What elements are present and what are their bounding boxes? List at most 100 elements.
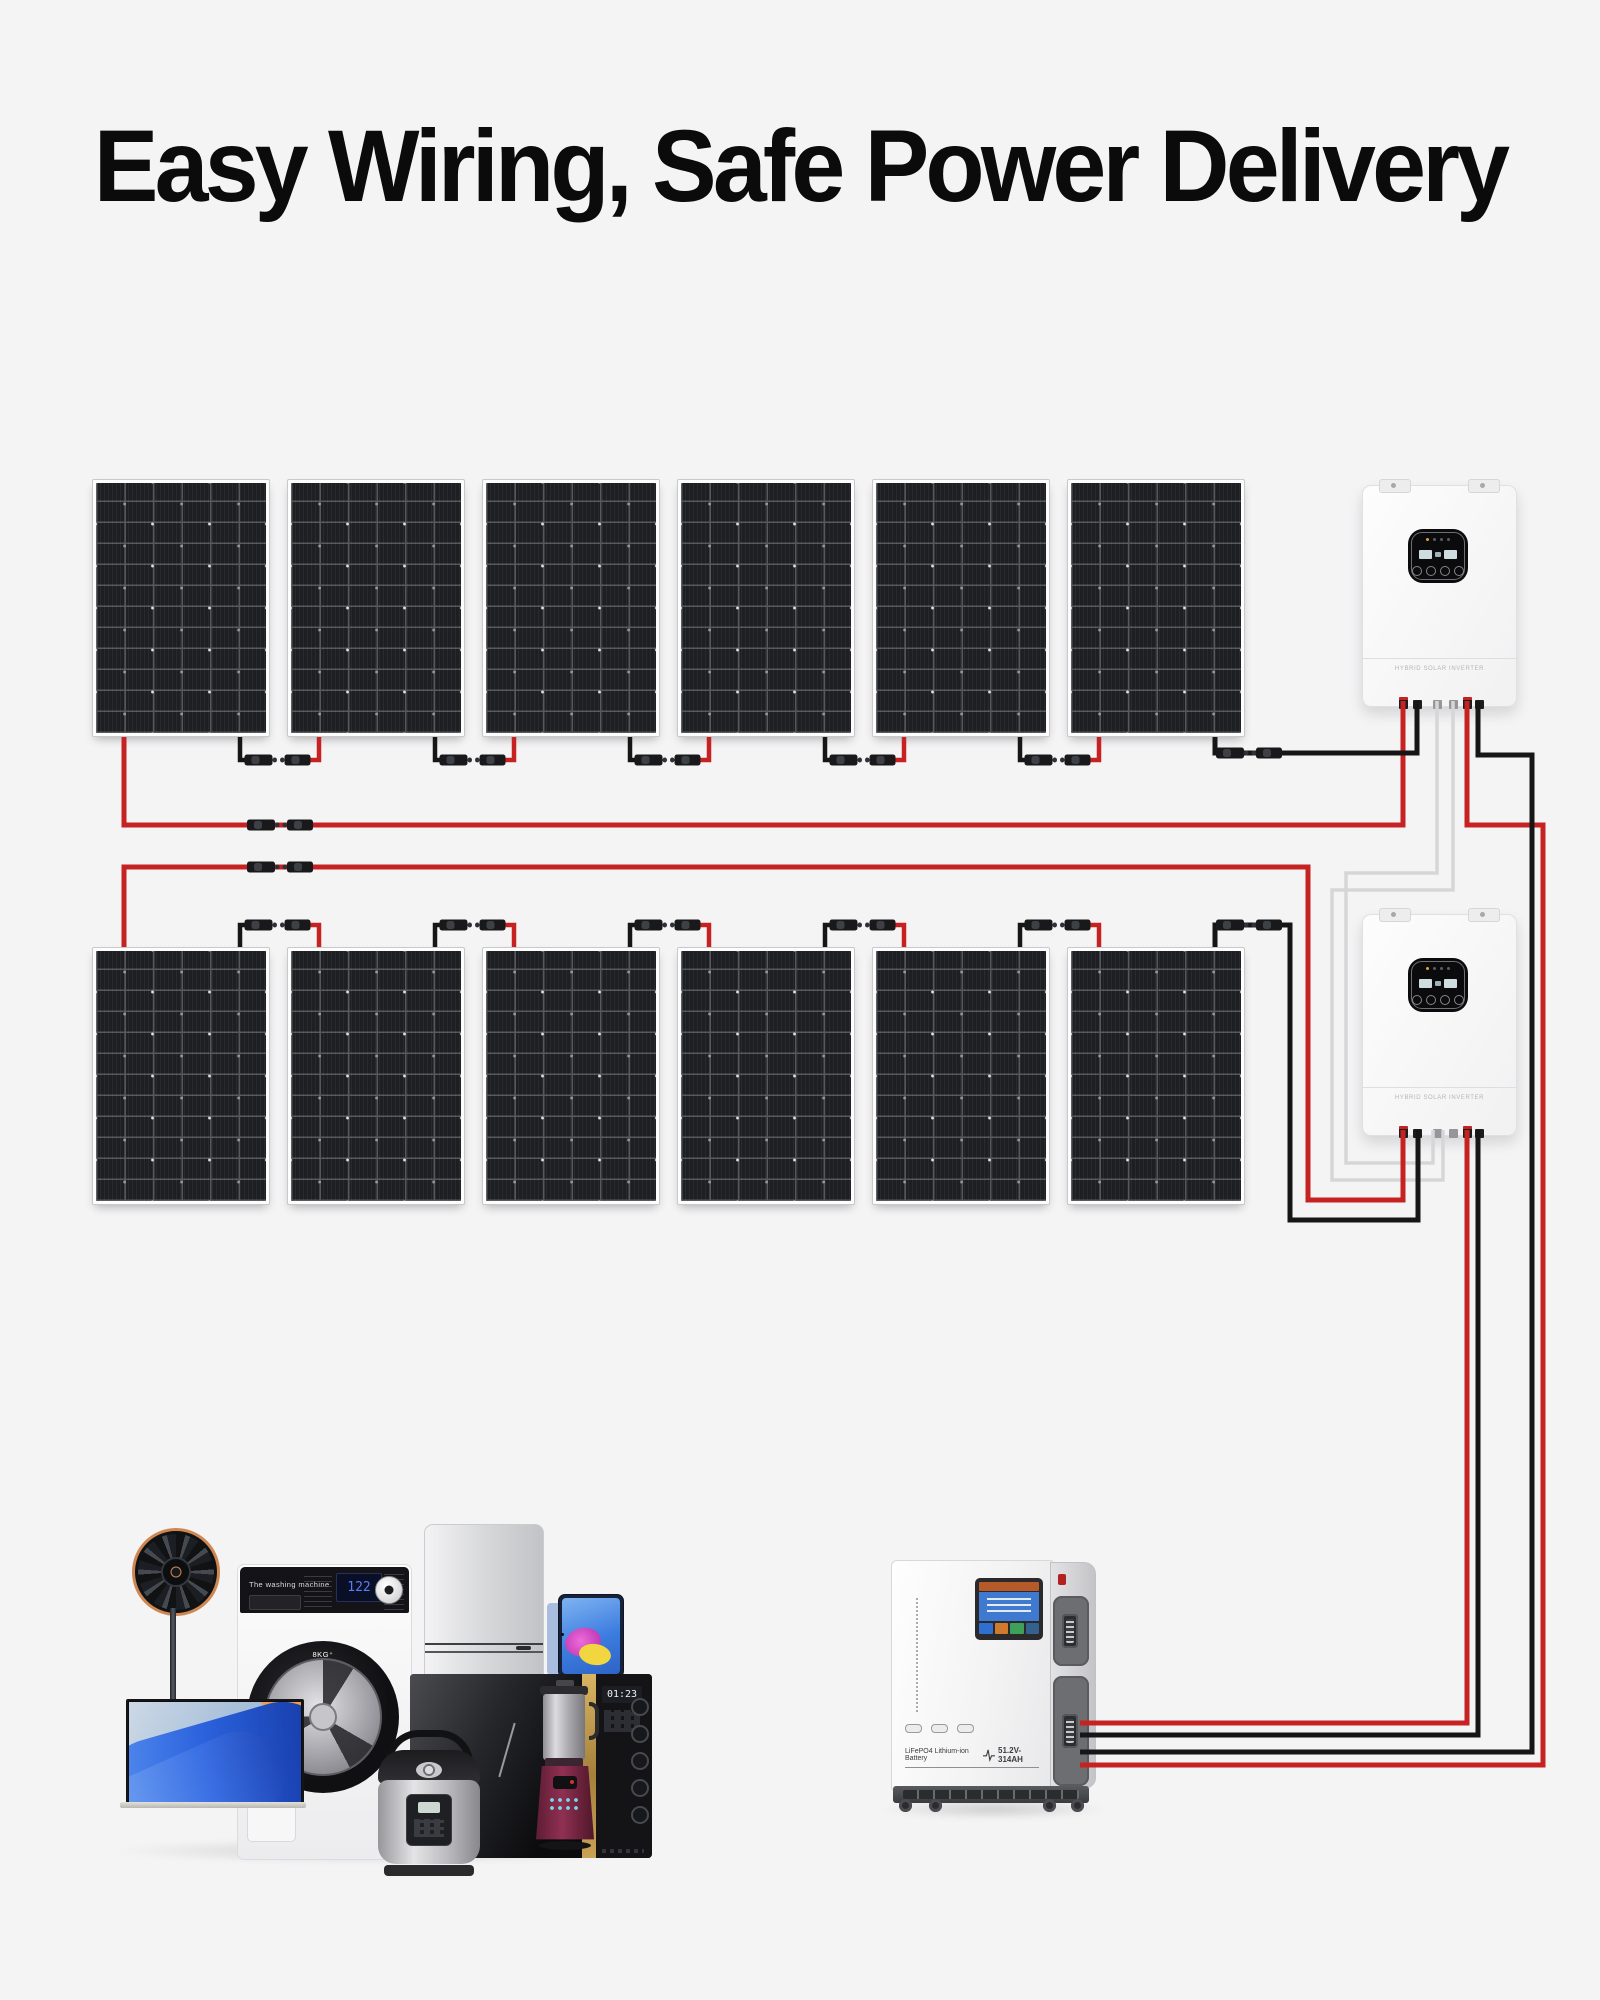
solar-panel bbox=[677, 947, 855, 1205]
oven-control-panel: 01:23 bbox=[596, 1674, 652, 1858]
television bbox=[126, 1699, 304, 1806]
washer-display: 122 bbox=[336, 1573, 382, 1602]
solar-panel bbox=[482, 479, 660, 737]
mc4-connector-pair bbox=[1024, 754, 1091, 766]
battery-port-upper bbox=[1053, 1596, 1089, 1666]
battery-indicators bbox=[905, 1724, 974, 1733]
solar-panel bbox=[872, 479, 1050, 737]
inverter-display bbox=[1408, 529, 1468, 583]
blender-buttons bbox=[548, 1796, 582, 1810]
mc4-connector-pair bbox=[439, 754, 506, 766]
wire bbox=[1212, 701, 1420, 756]
solar-panel bbox=[482, 947, 660, 1205]
mount-ear bbox=[1468, 479, 1500, 493]
inverter-buttons bbox=[1408, 995, 1468, 1005]
wire bbox=[121, 701, 1406, 828]
battery-label: LiFePO4 Lithium-ion Battery 51.2V-314AH bbox=[905, 1746, 1039, 1768]
cooker-panel bbox=[406, 1794, 452, 1846]
battery-port-lower bbox=[1053, 1676, 1089, 1786]
divider bbox=[1363, 1087, 1516, 1088]
washing-machine: The washing machine 122 8KG⁺ bbox=[237, 1564, 412, 1860]
mc4-connector-pair bbox=[634, 919, 701, 931]
blender-base bbox=[536, 1766, 594, 1840]
battery-screen bbox=[975, 1578, 1043, 1640]
fan-pole bbox=[170, 1608, 176, 1744]
fan-hub bbox=[161, 1557, 191, 1587]
wheel bbox=[1043, 1799, 1056, 1812]
battery: LiFePO4 Lithium-ion Battery 51.2V-314AH bbox=[891, 1560, 1096, 1812]
washer-brand-label: The washing machine bbox=[249, 1580, 330, 1589]
tablet bbox=[558, 1594, 624, 1678]
solar-panel bbox=[1067, 479, 1245, 737]
status-leds bbox=[1408, 538, 1468, 541]
wire bbox=[1080, 701, 1535, 1755]
cooker-base bbox=[384, 1865, 474, 1876]
oven-vents bbox=[602, 1849, 644, 1853]
blender-handle bbox=[589, 1702, 599, 1740]
mount-ear bbox=[1379, 479, 1411, 493]
inverter-2: HYBRID SOLAR INVERTER bbox=[1362, 908, 1517, 1138]
rice-cooker bbox=[378, 1730, 480, 1876]
solar-panel bbox=[92, 479, 270, 737]
mount-ear bbox=[1379, 908, 1411, 922]
inverter-lcd bbox=[1417, 975, 1459, 992]
mc4-connector-pair bbox=[829, 919, 896, 931]
mc4-connector-pair bbox=[247, 819, 313, 831]
standing-fan bbox=[132, 1528, 220, 1616]
wire bbox=[1080, 1130, 1481, 1738]
mc4-connector-pair bbox=[634, 754, 701, 766]
pulse-icon bbox=[983, 1749, 996, 1763]
solar-panel bbox=[287, 479, 465, 737]
solar-panel bbox=[287, 947, 465, 1205]
detergent-drawer bbox=[249, 1595, 301, 1610]
tv-screen bbox=[129, 1702, 301, 1803]
blender-display bbox=[553, 1776, 577, 1789]
mc4-connector-pair bbox=[1216, 919, 1282, 931]
solar-panel bbox=[1067, 947, 1245, 1205]
oven-clock: 01:23 bbox=[602, 1686, 642, 1703]
oven-knobs bbox=[631, 1698, 649, 1824]
blender bbox=[536, 1680, 599, 1858]
wire bbox=[121, 864, 1406, 1203]
divider bbox=[1363, 658, 1516, 659]
battery-rating-label: 51.2V-314AH bbox=[998, 1746, 1023, 1764]
inverter-label: HYBRID SOLAR INVERTER bbox=[1394, 666, 1485, 672]
solar-panel bbox=[677, 479, 855, 737]
inverter-lcd bbox=[1417, 546, 1459, 563]
mc4-connector-pair bbox=[1216, 747, 1282, 759]
tv-stand bbox=[120, 1802, 306, 1808]
page-title: Easy Wiring, Safe Power Delivery bbox=[93, 109, 1510, 223]
blender-lid bbox=[540, 1686, 588, 1695]
wheel bbox=[899, 1799, 912, 1812]
battery-base bbox=[893, 1786, 1089, 1803]
wheel bbox=[1071, 1799, 1084, 1812]
oven-buttons bbox=[604, 1710, 640, 1732]
capacity-gauge bbox=[916, 1598, 918, 1712]
solar-panel bbox=[92, 947, 270, 1205]
battery-chemistry-label: LiFePO4 Lithium-ion Battery bbox=[905, 1748, 969, 1762]
washer-capacity-label: 8KG⁺ bbox=[312, 1650, 334, 1659]
mc4-connector-pair bbox=[829, 754, 896, 766]
inverter-label: HYBRID SOLAR INVERTER bbox=[1394, 1095, 1485, 1101]
wire bbox=[1330, 701, 1455, 1182]
wheel bbox=[929, 1799, 942, 1812]
mc4-connector-pair bbox=[439, 919, 506, 931]
inverter-buttons bbox=[1408, 566, 1468, 576]
washer-control-panel: The washing machine 122 bbox=[240, 1567, 409, 1613]
mount-ear bbox=[1468, 908, 1500, 922]
tablet-screen bbox=[562, 1598, 620, 1674]
mc4-connector-pair bbox=[247, 861, 313, 873]
battery-switch bbox=[1058, 1574, 1066, 1585]
solar-panel bbox=[872, 947, 1050, 1205]
wire bbox=[1080, 701, 1546, 1768]
mc4-connector-pair bbox=[244, 919, 311, 931]
refrigerator bbox=[424, 1524, 544, 1678]
mc4-connector-pair bbox=[244, 754, 311, 766]
inverter-display bbox=[1408, 958, 1468, 1012]
mc4-connector-pair bbox=[1024, 919, 1091, 931]
wire bbox=[1212, 922, 1421, 1223]
status-leds bbox=[1408, 967, 1468, 970]
blender-jar bbox=[543, 1694, 585, 1760]
